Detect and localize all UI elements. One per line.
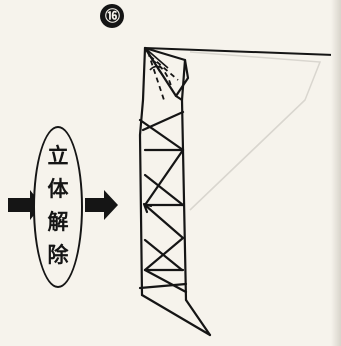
folded-strip: [138, 46, 212, 337]
label-char: 除: [47, 243, 69, 267]
top-edge-line: [144, 47, 335, 56]
label-char: 解: [47, 210, 69, 234]
label-oval: 立 体 解 除: [33, 126, 83, 288]
label-char: 立: [47, 144, 69, 168]
step-number: ⑯: [100, 4, 124, 28]
label-text: 立 体 解 除: [35, 140, 81, 272]
page-edge-shadow: [331, 0, 341, 346]
label-char: 体: [47, 177, 69, 201]
faint-paper-edges: [189, 51, 322, 211]
vertex-marks: [144, 47, 169, 73]
right-arrow-icon: [85, 190, 118, 220]
